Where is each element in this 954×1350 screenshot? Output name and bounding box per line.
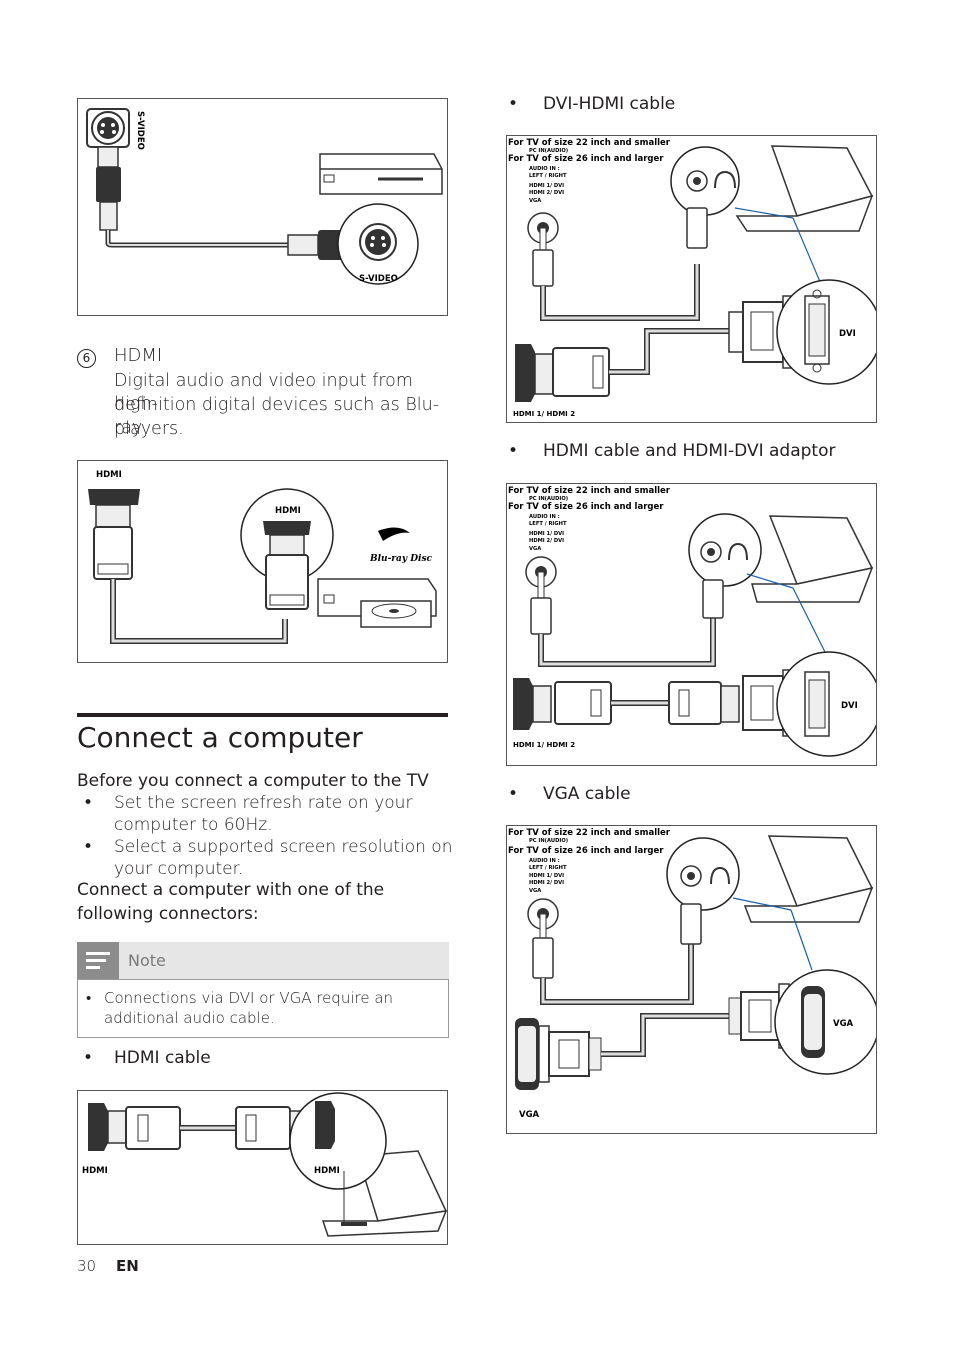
port-text-pc-in: PC IN(AUDIO) bbox=[529, 148, 568, 154]
vga-label-left: VGA bbox=[519, 1110, 540, 1120]
headphone-icon bbox=[728, 542, 748, 561]
port-text-large-tv: For TV of size 26 inch and larger bbox=[508, 154, 664, 164]
bullet-2-line-1: Select a supported screen resolution on bbox=[114, 837, 453, 857]
note-box: Note • Connections via DVI or VGA requir… bbox=[77, 942, 449, 1038]
bluray-logo-icon bbox=[378, 527, 410, 541]
hdmi-label-left: HDMI bbox=[96, 470, 122, 480]
port-text-audio: AUDIO IN : bbox=[529, 514, 560, 520]
port-text-hdmi2: HDMI 2/ DVI bbox=[529, 190, 564, 196]
hdmi-bluray-figure: HDMI Blu-ray Disc HDMI bbox=[77, 460, 448, 663]
hdmi-desc-line-2: definition digital devices such as Blu-r… bbox=[114, 395, 440, 438]
hdmi-label-circle: HDMI bbox=[275, 506, 301, 516]
port-text-lr: LEFT / RIGHT bbox=[529, 173, 567, 179]
hdmi-cable-diagram: HDMI HDMI bbox=[82, 1092, 447, 1237]
port-text-pc-in: PC IN(AUDIO) bbox=[529, 838, 568, 844]
port-text-vga: VGA bbox=[529, 888, 541, 894]
dvi-hdmi-figure: For TV of size 22 inch and smaller PC IN… bbox=[506, 135, 877, 423]
bullet-1-line-1: Set the screen refresh rate on your bbox=[114, 793, 413, 813]
language-code: EN bbox=[116, 1257, 139, 1275]
bullet-1-line-2: computer to 60Hz. bbox=[114, 815, 273, 835]
svideo-figure: S-VIDEO S-VIDEO bbox=[77, 98, 448, 316]
before-heading: Before you connect a computer to the TV bbox=[77, 771, 429, 791]
port-text-hdmi1: HDMI 1/ DVI bbox=[529, 183, 564, 189]
item-number-badge: 6 bbox=[77, 349, 96, 368]
port-text-vga: VGA bbox=[529, 546, 541, 552]
port-text-small-tv: For TV of size 22 inch and smaller bbox=[508, 138, 671, 148]
headphone-icon bbox=[714, 170, 736, 189]
port-text-large-tv: For TV of size 26 inch and larger bbox=[508, 502, 664, 512]
hdmi-desc-line-3: players. bbox=[114, 419, 184, 439]
note-icon bbox=[77, 942, 119, 979]
note-label: Note bbox=[128, 951, 166, 970]
port-text-small-tv: For TV of size 22 inch and smaller bbox=[508, 486, 671, 496]
port-text-large-tv: For TV of size 26 inch and larger bbox=[508, 846, 664, 856]
port-text-vga: VGA bbox=[529, 198, 541, 204]
dvi-label: DVI bbox=[841, 701, 858, 711]
dvi-hdmi-diagram: For TV of size 22 inch and smaller PC IN… bbox=[508, 138, 876, 418]
port-text-small-tv: For TV of size 22 inch and smaller bbox=[508, 828, 671, 838]
note-line-1: Connections via DVI or VGA require an bbox=[104, 989, 394, 1007]
hdmi-dvi-adaptor-figure: For TV of size 22 inch and smaller PC IN… bbox=[506, 483, 877, 766]
hdmi-desc-line-1: Digital audio and video input from high- bbox=[114, 371, 413, 414]
vga-label-right: VGA bbox=[833, 1019, 854, 1029]
hdmi-title: HDMI bbox=[114, 345, 163, 366]
bluray-logo-text: Blu-ray Disc bbox=[369, 554, 433, 564]
svideo-diagram: S-VIDEO S-VIDEO bbox=[86, 108, 443, 285]
section-rule bbox=[77, 713, 448, 717]
page-number: 30 bbox=[77, 1257, 97, 1275]
hdmi-cable-label-left: HDMI bbox=[82, 1166, 108, 1176]
hdmi-dvi-adaptor-diagram: For TV of size 22 inch and smaller PC IN… bbox=[508, 486, 876, 757]
port-text-hdmi1: HDMI 1/ DVI bbox=[529, 531, 564, 537]
hdmi-dvi-adaptor-title: HDMI cable and HDMI-DVI adaptor bbox=[543, 441, 836, 461]
vga-cable-figure: For TV of size 22 inch and smaller PC IN… bbox=[506, 825, 877, 1134]
hdmi-cable-label-right: HDMI bbox=[314, 1166, 340, 1176]
svideo-label-bottom: S-VIDEO bbox=[359, 274, 398, 284]
port-text-audio: AUDIO IN : bbox=[529, 858, 560, 864]
dvi-label: DVI bbox=[839, 329, 856, 339]
headphone-icon bbox=[710, 866, 730, 885]
hdmi-port-label: HDMI 1/ HDMI 2 bbox=[513, 741, 575, 749]
svideo-label-top: S-VIDEO bbox=[135, 111, 145, 150]
port-text-lr: LEFT / RIGHT bbox=[529, 865, 567, 871]
page-title: Connect a computer bbox=[77, 721, 363, 754]
note-body bbox=[77, 979, 449, 1038]
port-text-hdmi1: HDMI 1/ DVI bbox=[529, 873, 564, 879]
dvi-hdmi-title: DVI-HDMI cable bbox=[543, 94, 676, 114]
vga-cable-title: VGA cable bbox=[543, 784, 631, 804]
port-text-hdmi2: HDMI 2/ DVI bbox=[529, 880, 564, 886]
vga-cable-diagram: For TV of size 22 inch and smaller PC IN… bbox=[508, 828, 876, 1120]
port-text-pc-in: PC IN(AUDIO) bbox=[529, 496, 568, 502]
note-line-2: additional audio cable. bbox=[104, 1009, 275, 1027]
port-text-audio: AUDIO IN : bbox=[529, 166, 560, 172]
note-header-bar bbox=[77, 942, 449, 979]
item-number: 6 bbox=[82, 351, 91, 365]
hdmi-cable-figure: HDMI HDMI bbox=[77, 1090, 448, 1245]
hdmi-port-label: HDMI 1/ HDMI 2 bbox=[513, 410, 575, 418]
hdmi-cable-title: HDMI cable bbox=[114, 1048, 211, 1068]
connect-line-1: Connect a computer with one of the bbox=[77, 880, 385, 900]
bullet-2-line-2: your computer. bbox=[114, 859, 244, 879]
hdmi-bluray-diagram: HDMI Blu-ray Disc HDMI bbox=[88, 470, 437, 644]
connect-line-2: following connectors: bbox=[77, 904, 259, 924]
port-text-lr: LEFT / RIGHT bbox=[529, 521, 567, 527]
port-text-hdmi2: HDMI 2/ DVI bbox=[529, 538, 564, 544]
